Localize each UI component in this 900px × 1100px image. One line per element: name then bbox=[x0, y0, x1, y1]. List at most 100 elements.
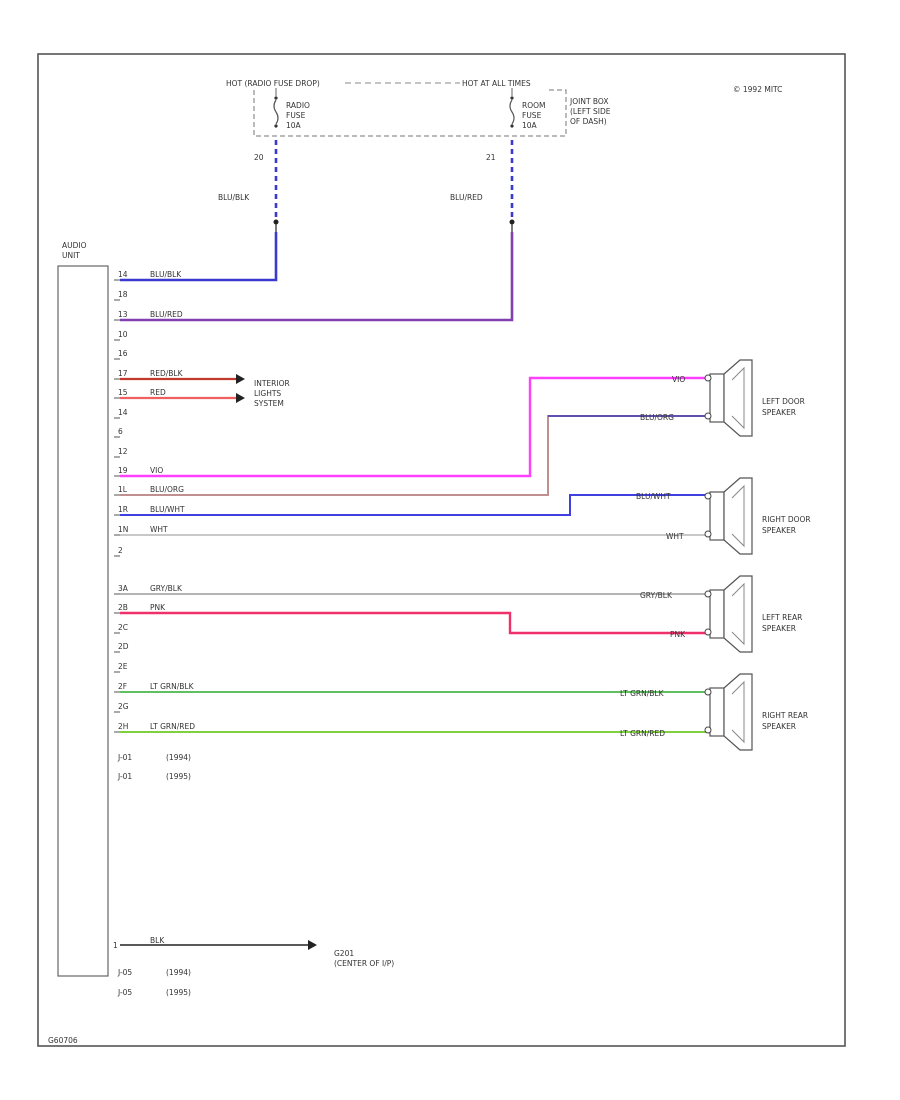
pin-number: 19 bbox=[118, 466, 128, 475]
pin-number: 2G bbox=[118, 702, 129, 711]
speaker-terminal-positive bbox=[704, 688, 712, 696]
ground-pin: 1 bbox=[113, 941, 118, 950]
pin-number: 14 bbox=[118, 408, 128, 417]
wire-blu-org bbox=[120, 415, 706, 496]
pin-number: 1N bbox=[118, 525, 128, 534]
footer-code: G60706 bbox=[48, 1036, 78, 1045]
radio-fuse bbox=[273, 96, 279, 128]
wire-blu-red-feed bbox=[120, 232, 514, 322]
interior-lights-label-2: LIGHTS bbox=[254, 389, 281, 398]
pin-wire-label: RED bbox=[150, 388, 166, 397]
speaker-terminal-positive bbox=[704, 492, 712, 500]
interior-lights-label-1: INTERIOR bbox=[254, 379, 290, 388]
wire-vio bbox=[120, 376, 706, 478]
speaker-cone-inner bbox=[731, 484, 745, 548]
speaker4-bottom-wire-label: LT GRN/RED bbox=[620, 729, 665, 738]
speaker-terminal-positive bbox=[704, 590, 712, 598]
speaker-1: LEFT DOOR SPEAKER bbox=[704, 359, 805, 437]
speaker-name: SPEAKER bbox=[762, 722, 796, 731]
speaker-name: LEFT REAR bbox=[762, 613, 802, 622]
wire-pnk bbox=[120, 611, 706, 635]
room-fuse-label-2: FUSE bbox=[522, 111, 542, 120]
speaker-cone bbox=[723, 673, 753, 751]
room-fuse-label-3: 10A bbox=[522, 121, 538, 130]
speaker1-bottom-wire-label: BLU/ORG bbox=[640, 413, 674, 422]
speaker-cone-inner bbox=[731, 680, 745, 744]
pin-number: 17 bbox=[118, 369, 128, 378]
audio-unit-title-1: AUDIO bbox=[62, 241, 87, 250]
pin-number: 12 bbox=[118, 447, 128, 456]
wire-blu-blk-feed bbox=[120, 232, 278, 282]
speaker-cone bbox=[723, 359, 753, 437]
speaker-magnet bbox=[709, 589, 725, 639]
pin-number: 2H bbox=[118, 722, 128, 731]
pin-wire-label: GRY/BLK bbox=[150, 584, 183, 593]
speaker-terminal-positive bbox=[704, 374, 712, 382]
speaker-cone bbox=[723, 477, 753, 555]
room-fuse-label-1: ROOM bbox=[522, 101, 546, 110]
pin-wire-label: WHT bbox=[150, 525, 168, 534]
wire-blu-wht bbox=[120, 494, 706, 516]
ground-label-1: G201 bbox=[334, 949, 354, 958]
audio-unit-title-2: UNIT bbox=[62, 251, 80, 260]
speaker-magnet bbox=[709, 491, 725, 541]
joint-box-label-2: (LEFT SIDE bbox=[570, 107, 611, 116]
arrow-red bbox=[236, 393, 245, 403]
feed-wire-right-label: BLU/RED bbox=[450, 193, 483, 202]
arrow-red-blk bbox=[236, 374, 245, 384]
pin-wire-label: RED/BLK bbox=[150, 369, 184, 378]
diagram-frame bbox=[37, 53, 846, 1047]
pin-wire-label: BLU/BLK bbox=[150, 270, 182, 279]
splice-right bbox=[509, 219, 515, 225]
speaker-name: RIGHT DOOR bbox=[762, 515, 811, 524]
speaker-cone-inner bbox=[731, 366, 745, 430]
pin-number: 2B bbox=[118, 603, 128, 612]
speaker3-bottom-wire-label: PNK bbox=[670, 630, 686, 639]
ground-arrow bbox=[308, 940, 317, 950]
pin-number: 1L bbox=[118, 485, 128, 494]
speaker-name: LEFT DOOR bbox=[762, 397, 805, 406]
speaker-terminal-negative bbox=[704, 412, 712, 420]
speaker-terminal-negative bbox=[704, 530, 712, 538]
speaker-terminal-negative bbox=[704, 726, 712, 734]
connector-note-1-id: J-01 bbox=[117, 753, 132, 762]
speaker-magnet bbox=[709, 687, 725, 737]
pin-number: 2F bbox=[118, 682, 127, 691]
pin-number: 1R bbox=[118, 505, 128, 514]
pin-wire-label: BLU/RED bbox=[150, 310, 183, 319]
pin-wire-label: VIO bbox=[150, 466, 163, 475]
pin-wire-label: PNK bbox=[150, 603, 166, 612]
ground-note-2-year: (1995) bbox=[166, 988, 191, 997]
pin-number: 10 bbox=[118, 330, 128, 339]
ground-wire-label: BLK bbox=[150, 936, 165, 945]
speaker4-top-wire-label: LT GRN/BLK bbox=[620, 689, 665, 698]
ground-note-1-id: J-05 bbox=[117, 968, 132, 977]
speaker-name: SPEAKER bbox=[762, 408, 796, 417]
ground-label-2: (CENTER OF I/P) bbox=[334, 959, 394, 968]
joint-box-outline bbox=[253, 89, 567, 137]
hot-left-label: HOT (RADIO FUSE DROP) bbox=[226, 79, 320, 88]
connector-note-1-year: (1994) bbox=[166, 753, 191, 762]
pin-wire-label: BLU/WHT bbox=[150, 505, 185, 514]
speaker2-bottom-wire-label: WHT bbox=[666, 532, 684, 541]
interior-lights-label-3: SYSTEM bbox=[254, 399, 284, 408]
pin-wire-label: BLU/ORG bbox=[150, 485, 184, 494]
connector-note-2-id: J-01 bbox=[117, 772, 132, 781]
audio-unit-box bbox=[57, 265, 109, 977]
joint-box-label-1: JOINT BOX bbox=[569, 97, 608, 106]
ground-note-2-id: J-05 bbox=[117, 988, 132, 997]
pin-number: 2D bbox=[118, 642, 129, 651]
pin-number: 13 bbox=[118, 310, 128, 319]
pin-number: 2E bbox=[118, 662, 128, 671]
pin-number: 18 bbox=[118, 290, 128, 299]
pin-number: 2C bbox=[118, 623, 128, 632]
speaker2-top-wire-label: BLU/WHT bbox=[636, 492, 671, 501]
radio-fuse-label-3: 10A bbox=[286, 121, 302, 130]
radio-fuse-label-1: RADIO bbox=[286, 101, 310, 110]
fuse-pin-20: 20 bbox=[254, 153, 264, 162]
